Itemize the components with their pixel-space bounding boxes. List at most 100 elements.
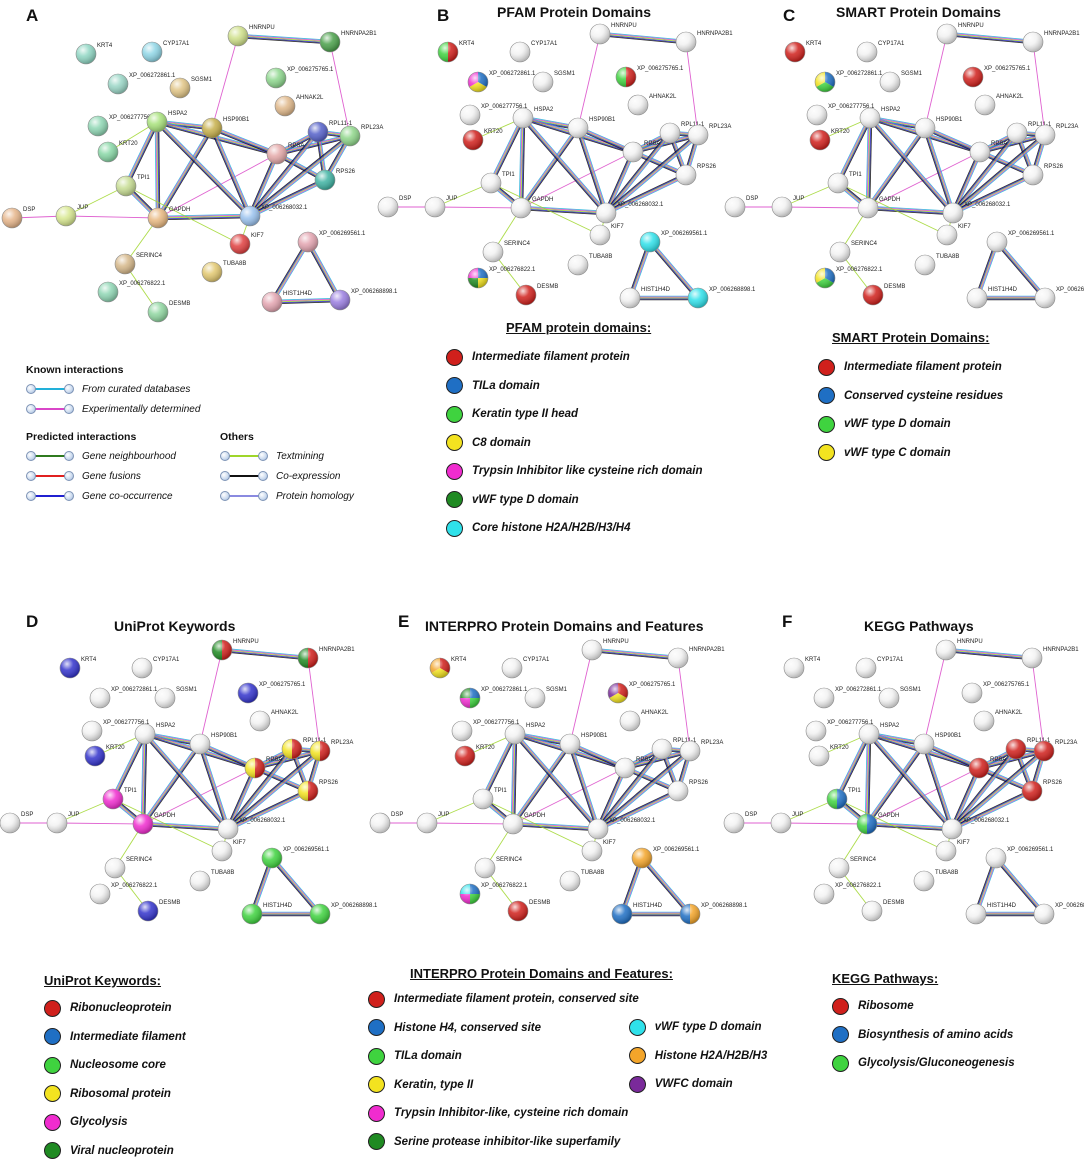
network-node[interactable]: AHNAK2L bbox=[973, 710, 1023, 732]
network-node[interactable]: HNRNPU bbox=[935, 639, 983, 661]
network-node[interactable]: GAPDH bbox=[857, 197, 900, 219]
network-node[interactable]: RPSA bbox=[614, 757, 652, 779]
network-node[interactable]: XP_006269561.1 bbox=[297, 231, 366, 253]
network-node[interactable]: HSPA2 bbox=[504, 723, 546, 745]
network-node[interactable]: DESMB bbox=[861, 900, 904, 922]
network-node[interactable]: HNRNPA2B1 bbox=[1022, 31, 1080, 53]
network-node[interactable]: RPSA bbox=[622, 141, 660, 163]
network-node[interactable]: KRT4 bbox=[429, 657, 467, 679]
network-node[interactable]: KRT4 bbox=[59, 657, 97, 679]
network-node[interactable]: SERINC4 bbox=[104, 857, 153, 879]
network-node[interactable]: XP_006276822.1 bbox=[813, 883, 882, 905]
network-node[interactable]: JUP bbox=[55, 205, 88, 227]
network-node[interactable]: XP_006277756.1 bbox=[806, 104, 875, 126]
network-node[interactable]: SERINC4 bbox=[829, 241, 878, 263]
network-node[interactable]: XP_006277756.1 bbox=[87, 115, 156, 137]
network-node[interactable]: SERINC4 bbox=[482, 241, 531, 263]
network-node[interactable]: GAPDH bbox=[502, 813, 545, 835]
network-node[interactable]: XP_006275765.1 bbox=[962, 66, 1031, 88]
network-node[interactable]: AHNAK2L bbox=[974, 94, 1024, 116]
network-node[interactable]: XP_006269561.1 bbox=[631, 847, 700, 869]
network-node[interactable]: KRT4 bbox=[784, 41, 822, 63]
network-node[interactable]: DESMB bbox=[515, 284, 558, 306]
network-node[interactable]: DSP bbox=[724, 196, 758, 218]
network-node[interactable]: XP_006272861.1 bbox=[814, 71, 883, 93]
network-node[interactable]: XP_006272861.1 bbox=[467, 71, 536, 93]
network-node[interactable]: DESMB bbox=[507, 900, 550, 922]
network-node[interactable]: JUP bbox=[770, 812, 803, 834]
network-node[interactable]: XP_006277756.1 bbox=[81, 720, 150, 742]
network-node[interactable]: XP_006275765.1 bbox=[961, 682, 1030, 704]
network-node[interactable]: HNRNPA2B1 bbox=[675, 31, 733, 53]
network-node[interactable]: TPI1 bbox=[115, 175, 150, 197]
network-node[interactable]: HIST1H4D bbox=[611, 903, 663, 925]
network-node[interactable]: SERINC4 bbox=[474, 857, 523, 879]
network-node[interactable]: CYP17A1 bbox=[855, 657, 904, 679]
network-node[interactable]: HNRNPU bbox=[589, 23, 637, 45]
network-node[interactable]: HSPA2 bbox=[858, 723, 900, 745]
network-node[interactable]: XP_006277756.1 bbox=[451, 720, 520, 742]
network-node[interactable]: XP_006268898.1 bbox=[329, 289, 398, 311]
network-node[interactable]: JUP bbox=[771, 196, 804, 218]
network-node[interactable]: HIST1H4D bbox=[966, 287, 1018, 309]
network-node[interactable]: DSP bbox=[369, 812, 403, 834]
network-node[interactable]: KRT4 bbox=[437, 41, 475, 63]
network-node[interactable]: XP_006272861.1 bbox=[107, 73, 176, 95]
network-node[interactable]: RPSA bbox=[968, 757, 1006, 779]
network-node[interactable]: XP_006268032.1 bbox=[942, 202, 1011, 224]
network-node[interactable]: KIF7 bbox=[211, 840, 246, 862]
network-node[interactable]: KIF7 bbox=[229, 233, 264, 255]
network-node[interactable]: JUP bbox=[46, 812, 79, 834]
network-node[interactable]: HSP90B1 bbox=[201, 117, 250, 139]
network-node[interactable]: HNRNPA2B1 bbox=[319, 31, 377, 53]
network-node[interactable]: RPS26 bbox=[1021, 780, 1063, 802]
network-node[interactable]: KRT20 bbox=[84, 745, 125, 767]
network-node[interactable]: HNRNPA2B1 bbox=[1021, 647, 1079, 669]
network-node[interactable]: HNRNPU bbox=[211, 639, 259, 661]
network-node[interactable]: TUBA8B bbox=[559, 870, 604, 892]
network-node[interactable]: XP_006276822.1 bbox=[89, 883, 158, 905]
network-node[interactable]: SGSM1 bbox=[532, 71, 576, 93]
network-node[interactable]: TUBA8B bbox=[913, 870, 958, 892]
network-node[interactable]: KIF7 bbox=[589, 224, 624, 246]
network-node[interactable]: GAPDH bbox=[147, 207, 190, 229]
network-node[interactable]: TPI1 bbox=[827, 172, 862, 194]
network-node[interactable]: SGSM1 bbox=[879, 71, 923, 93]
network-node[interactable]: CYP17A1 bbox=[509, 41, 558, 63]
network-node[interactable]: HSP90B1 bbox=[913, 733, 962, 755]
network-node[interactable]: KIF7 bbox=[935, 840, 970, 862]
network-node[interactable]: XP_006269561.1 bbox=[986, 231, 1055, 253]
network-node[interactable]: SERINC4 bbox=[114, 253, 163, 275]
network-node[interactable]: RPSA bbox=[969, 141, 1007, 163]
network-node[interactable]: XP_006275765.1 bbox=[607, 682, 676, 704]
network-node[interactable]: XP_006275765.1 bbox=[265, 67, 334, 89]
network-node[interactable]: RPSA bbox=[244, 757, 282, 779]
network-node[interactable]: XP_006272861.1 bbox=[459, 687, 528, 709]
network-node[interactable]: HNRNPA2B1 bbox=[297, 647, 355, 669]
network-node[interactable]: RPS26 bbox=[675, 164, 717, 186]
network-node[interactable]: JUP bbox=[424, 196, 457, 218]
network-node[interactable]: HSP90B1 bbox=[559, 733, 608, 755]
network-node[interactable]: HSPA2 bbox=[146, 111, 188, 133]
network-node[interactable]: XP_006268898.1 bbox=[679, 903, 748, 925]
network-node[interactable]: HSPA2 bbox=[134, 723, 176, 745]
network-node[interactable]: JUP bbox=[416, 812, 449, 834]
network-node[interactable]: CYP17A1 bbox=[141, 41, 190, 63]
network-node[interactable]: XP_006276822.1 bbox=[97, 281, 166, 303]
network-node[interactable]: AHNAK2L bbox=[627, 94, 677, 116]
network-node[interactable]: TPI1 bbox=[480, 172, 515, 194]
network-node[interactable]: RPL11-1 bbox=[1006, 122, 1052, 144]
network-node[interactable]: TUBA8B bbox=[914, 254, 959, 276]
network-node[interactable]: XP_006276822.1 bbox=[814, 267, 883, 289]
network-node[interactable]: XP_006277756.1 bbox=[805, 720, 874, 742]
network-node[interactable]: AHNAK2L bbox=[249, 710, 299, 732]
network-node[interactable]: KIF7 bbox=[936, 224, 971, 246]
network-node[interactable]: DSP bbox=[1, 207, 35, 229]
network-node[interactable]: XP_006268032.1 bbox=[941, 818, 1010, 840]
network-node[interactable]: KRT4 bbox=[783, 657, 821, 679]
network-node[interactable]: KRT20 bbox=[809, 129, 850, 151]
network-node[interactable]: TUBA8B bbox=[567, 254, 612, 276]
network-node[interactable]: XP_006276822.1 bbox=[459, 883, 528, 905]
network-node[interactable]: XP_006269561.1 bbox=[261, 847, 330, 869]
network-node[interactable]: RPL11-1 bbox=[659, 122, 705, 144]
